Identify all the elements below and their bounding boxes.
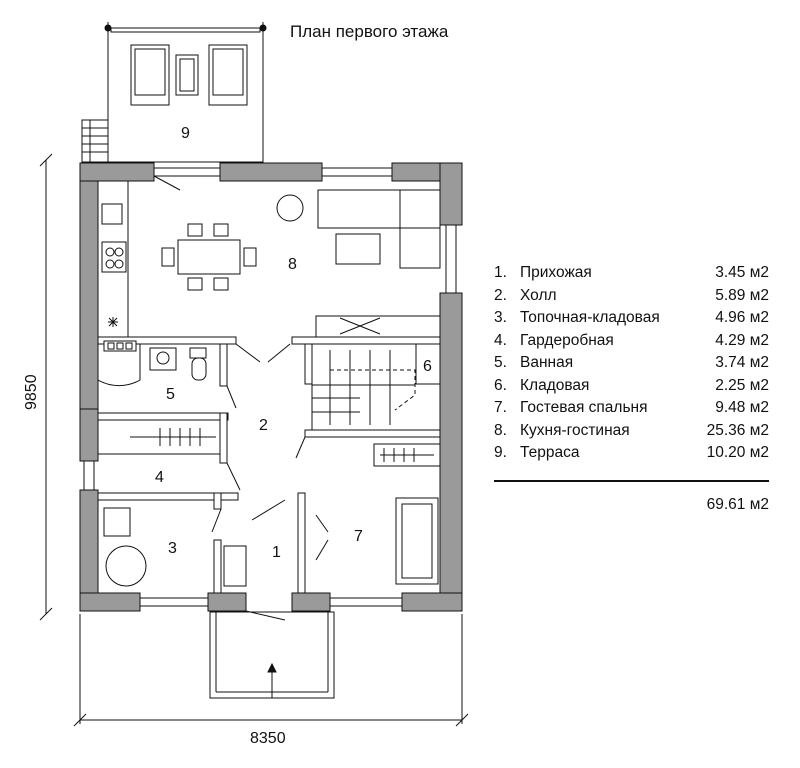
legend-num: 3. [494, 309, 507, 326]
room-label-5: 5 [166, 386, 175, 403]
legend-row: 6. Кладовая 2.25 м2 [494, 375, 769, 398]
legend-num: 7. [494, 399, 507, 416]
bathroom-fixtures [97, 340, 207, 387]
boiler-equipment [103, 507, 247, 587]
staircase [311, 343, 441, 431]
area-legend: 1. Прихожая 3.45 м2 2. Холл 5.89 м2 3. Топочн… [494, 262, 769, 513]
doors [153, 175, 329, 621]
room-labels: 1 2 3 4 5 6 7 8 9 [155, 125, 432, 561]
legend-name: Ванная [520, 354, 574, 371]
legend-area: 9.48 м2 [715, 399, 769, 416]
room-label-1: 1 [272, 544, 281, 561]
legend-num: 8. [494, 421, 507, 439]
legend-name: Кухня-гостиная [520, 421, 630, 439]
legend-area: 3.74 м2 [715, 354, 769, 371]
legend-num: 6. [494, 376, 507, 394]
width-dimension: 8350 [250, 730, 286, 747]
legend-area: 2.25 м2 [715, 376, 769, 394]
legend-name: Гостевая спальня [520, 399, 648, 416]
legend-area: 4.29 м2 [715, 331, 769, 349]
legend-name: Холл [520, 286, 557, 304]
legend-row: 2. Холл 5.89 м2 [494, 285, 769, 308]
legend-num: 4. [494, 331, 507, 349]
interior-walls [97, 336, 441, 594]
legend-row: 8. Кухня-гостиная 25.36 м2 [494, 420, 769, 443]
room-label-7: 7 [354, 528, 363, 545]
room-label-9: 9 [181, 125, 190, 142]
legend-row: 7. Гостевая спальня 9.48 м2 [494, 397, 769, 420]
legend-num: 2. [494, 286, 507, 304]
dimension-lines [39, 153, 469, 727]
living-sofa [315, 189, 441, 338]
legend-row: 3. Топочная-кладовая 4.96 м2 [494, 307, 769, 330]
kitchen-units [97, 180, 129, 338]
room-label-6: 6 [423, 358, 432, 375]
legend-area: 10.20 м2 [706, 444, 769, 461]
room-label-8: 8 [288, 256, 297, 273]
legend-area: 4.96 м2 [715, 309, 769, 326]
exterior-walls [79, 162, 463, 612]
windows [83, 167, 457, 607]
room-label-4: 4 [155, 469, 164, 486]
entrance-porch [209, 611, 335, 699]
room-label-2: 2 [259, 417, 268, 434]
wardrobe-rack [97, 419, 221, 455]
legend-row: 4. Гардеробная 4.29 м2 [494, 330, 769, 353]
guest-bedroom-furniture [373, 443, 441, 585]
legend-divider [494, 480, 769, 482]
legend-name: Гардеробная [520, 331, 614, 349]
room-label-3: 3 [168, 540, 177, 557]
legend-row: 1. Прихожая 3.45 м2 [494, 262, 769, 285]
legend-name: Терраса [520, 444, 580, 461]
legend-area: 5.89 м2 [715, 286, 769, 304]
terrace [81, 22, 267, 163]
legend-area: 3.45 м2 [715, 264, 769, 281]
legend-row: 5. Ванная 3.74 м2 [494, 352, 769, 375]
legend-num: 9. [494, 444, 507, 461]
legend-row: 9. Терраса 10.20 м2 [494, 442, 769, 465]
height-dimension: 9850 [23, 374, 40, 410]
legend-name: Кладовая [520, 376, 590, 394]
legend-num: 1. [494, 264, 507, 281]
total-area: 69.61 м2 [706, 496, 769, 513]
legend-name: Топочная-кладовая [520, 309, 660, 326]
dining-table [161, 194, 304, 291]
legend-num: 5. [494, 354, 507, 371]
legend-area: 25.36 м2 [706, 421, 769, 439]
legend-name: Прихожая [520, 264, 592, 281]
plan-title: План первого этажа [290, 22, 449, 41]
